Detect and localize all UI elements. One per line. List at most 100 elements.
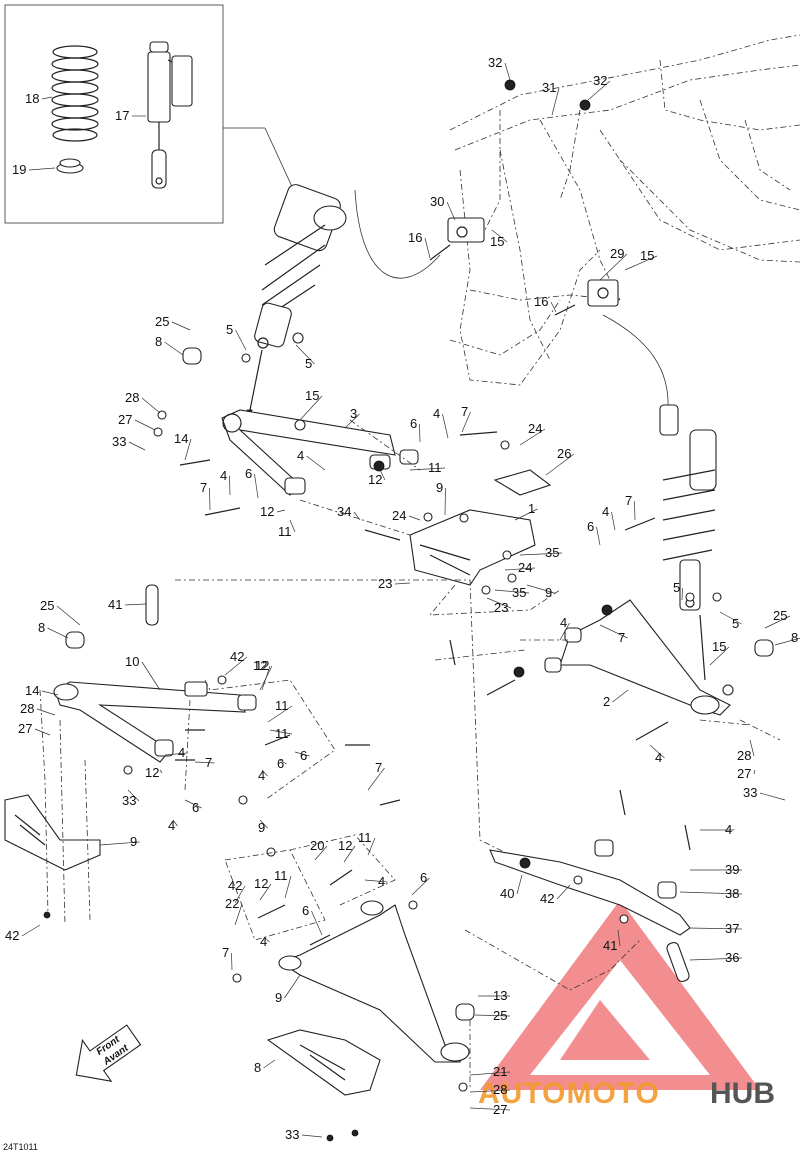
part-callout-24: 24	[518, 560, 532, 575]
callout-leader	[36, 708, 56, 716]
callout-leader	[259, 665, 273, 691]
part-callout-7: 7	[200, 480, 207, 495]
callout-leader	[279, 759, 287, 765]
part-callout-25: 25	[773, 608, 787, 623]
part-callout-24: 24	[528, 421, 542, 436]
part-callout-33: 33	[122, 793, 136, 808]
part-callout-25: 25	[493, 1008, 507, 1023]
part-callout-6: 6	[587, 519, 594, 534]
part-callout-17: 17	[115, 108, 129, 123]
callout-leader	[344, 413, 360, 429]
callout-leader	[679, 891, 743, 895]
callout-leader	[611, 511, 616, 531]
callout-leader	[209, 487, 211, 511]
callout-leader	[612, 689, 629, 703]
part-callout-8: 8	[254, 1060, 261, 1075]
dashed-group-outlines	[39, 639, 781, 1090]
part-callout-38: 38	[725, 886, 739, 901]
callout-leader	[289, 519, 296, 533]
part-callout-32: 32	[488, 55, 502, 70]
part-callout-40: 40	[500, 886, 514, 901]
part-callout-1: 1	[528, 501, 535, 516]
callout-leader	[276, 509, 286, 513]
part-callout-28: 28	[125, 390, 139, 405]
part-callout-31: 31	[542, 80, 556, 95]
part-callout-4: 4	[220, 468, 227, 483]
callout-leader	[127, 789, 140, 802]
part-callout-6: 6	[277, 756, 284, 771]
part-callout-27: 27	[18, 721, 32, 736]
callout-leader	[234, 885, 246, 904]
part-callout-9: 9	[545, 585, 552, 600]
part-callout-23: 23	[494, 600, 508, 615]
part-callout-6: 6	[420, 870, 427, 885]
part-callout-27: 27	[493, 1102, 507, 1117]
part-callout-9: 9	[275, 990, 282, 1005]
callout-leader	[164, 341, 184, 356]
callout-leader	[311, 910, 323, 936]
callout-leader	[231, 952, 233, 971]
part-callout-28: 28	[20, 701, 34, 716]
automotohub-wordmark: AUTOMOTO HUB	[478, 1077, 775, 1110]
callout-leader	[47, 627, 69, 639]
callout-leader	[234, 903, 243, 926]
part-callout-4: 4	[297, 448, 304, 463]
callout-leader	[314, 845, 328, 861]
part-callout-41: 41	[108, 597, 122, 612]
callout-leader	[411, 877, 430, 896]
part-callout-6: 6	[192, 800, 199, 815]
callout-leader	[504, 62, 511, 81]
part-callout-27: 27	[737, 766, 751, 781]
callout-leader	[504, 567, 536, 571]
callout-leader	[301, 1134, 323, 1138]
callout-leader	[689, 927, 743, 930]
part-callout-23: 23	[378, 576, 392, 591]
callout-leader	[141, 661, 161, 691]
callout-leader	[124, 603, 147, 606]
part-callout-29: 29	[610, 246, 624, 261]
part-callout-14: 14	[174, 431, 188, 446]
callout-leader	[235, 329, 247, 351]
part-callout-4: 4	[258, 768, 265, 783]
callout-leader	[284, 974, 301, 999]
part-callout-4: 4	[168, 818, 175, 833]
callout-leader	[442, 413, 449, 439]
part-callout-33: 33	[112, 434, 126, 449]
upper-left-shock-assembly	[246, 184, 441, 421]
part-callout-2: 2	[603, 694, 610, 709]
callout-leader	[689, 957, 743, 961]
part-callout-5: 5	[305, 356, 312, 371]
part-callout-12: 12	[253, 658, 267, 673]
callout-leader	[469, 1071, 511, 1076]
callout-leader	[516, 874, 523, 895]
right-shock-assembly	[602, 314, 717, 681]
callout-leader	[353, 511, 361, 521]
callout-leader	[267, 705, 293, 723]
callout-leader	[419, 423, 421, 443]
part-callout-15: 15	[712, 639, 726, 654]
callout-leader	[99, 841, 140, 846]
part-callout-7: 7	[205, 755, 212, 770]
part-callout-4: 4	[260, 934, 267, 949]
skid-plate-21-part	[266, 1029, 381, 1096]
callout-leader	[424, 237, 431, 259]
part-callout-34: 34	[337, 504, 351, 519]
part-callout-11: 11	[275, 698, 289, 713]
callout-leader	[461, 411, 471, 433]
skid-plate-20-part	[4, 794, 101, 871]
part-callout-8: 8	[155, 334, 162, 349]
part-callout-33: 33	[285, 1127, 299, 1142]
part-callout-16: 16	[408, 230, 422, 245]
callout-leader	[409, 467, 446, 471]
callout-leader	[306, 455, 326, 471]
callout-leader	[494, 589, 530, 594]
part-callout-4: 4	[560, 615, 567, 630]
part-callout-11: 11	[274, 868, 288, 883]
part-callout-42: 42	[230, 649, 244, 664]
part-callout-4: 4	[602, 504, 609, 519]
callout-leader	[491, 229, 508, 243]
callout-leader	[343, 845, 356, 863]
callout-leader	[294, 751, 310, 757]
callout-leader	[34, 728, 51, 736]
